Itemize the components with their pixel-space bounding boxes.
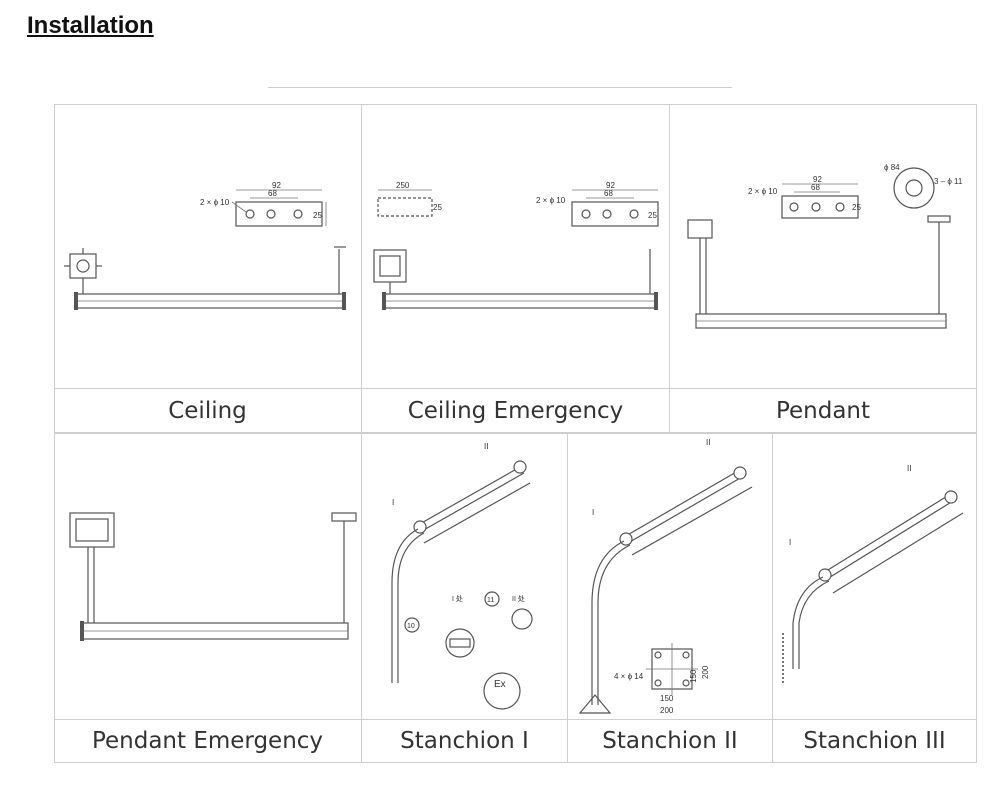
diagram-ceiling-emergency: 250 25 92 68 25 2 × ϕ 10	[362, 104, 670, 389]
caption-pendant-emergency: Pendant Emergency	[54, 720, 362, 763]
ex-mark	[483, 672, 521, 710]
mounting-plate	[235, 201, 323, 227]
svg-text:25: 25	[852, 203, 861, 212]
divider	[268, 87, 732, 88]
pendant-emergency-drawing	[69, 512, 357, 641]
stanchion-1-drawing: II I 10 11 I 处 II 处 Ex	[391, 442, 533, 710]
caption-stanchion-1: Stanchion I	[362, 720, 568, 763]
ceiling-drawing: 92 68 25 2 × ϕ 10	[64, 181, 346, 310]
svg-text:92: 92	[606, 181, 615, 190]
svg-text:11: 11	[487, 597, 494, 604]
dim-92: 92	[272, 181, 281, 190]
diagram-ceiling: 92 68 25 2 × ϕ 10	[54, 104, 362, 389]
svg-text:10: 10	[407, 623, 415, 630]
caption-ceiling: Ceiling	[54, 389, 362, 433]
caption-stanchion-3: Stanchion III	[773, 720, 977, 763]
svg-text:200: 200	[701, 665, 710, 679]
dim-25: 25	[313, 211, 322, 220]
caption-pendant: Pendant	[670, 389, 977, 433]
dim-250: 250	[396, 181, 410, 190]
svg-text:I: I	[592, 508, 594, 517]
svg-text:Ex: Ex	[494, 679, 506, 690]
svg-text:150: 150	[660, 694, 674, 703]
dim-68: 68	[268, 189, 277, 198]
svg-text:I: I	[789, 538, 791, 547]
svg-text:II: II	[484, 442, 488, 451]
junction-box	[69, 253, 97, 279]
svg-text:150: 150	[689, 669, 698, 683]
flange	[893, 167, 935, 209]
emergency-box	[373, 249, 407, 283]
svg-text:25: 25	[648, 211, 657, 220]
diagram-stanchion-1: II I 10 11 I 处 II 处 Ex	[362, 433, 568, 720]
caption-stanchion-2: Stanchion II	[568, 720, 773, 763]
dim-84: ϕ 84	[884, 163, 900, 172]
svg-text:68: 68	[604, 189, 613, 198]
svg-text:200: 200	[660, 706, 674, 715]
dim-25-b: 25	[433, 203, 442, 212]
diagram-pendant-emergency	[54, 433, 362, 720]
dim-holes3: 3 – ϕ 11	[934, 177, 963, 186]
svg-text:II 处: II 处	[512, 594, 525, 603]
ceiling-emergency-drawing: 250 25 92 68 25 2 × ϕ 10	[373, 181, 659, 310]
svg-text:4 × ϕ 14: 4 × ϕ 14	[614, 672, 644, 681]
stanchion-3-drawing: II I	[782, 464, 964, 683]
svg-text:II: II	[706, 438, 710, 447]
pendant-drawing: 92 68 25 2 × ϕ 10 ϕ 84 3 – ϕ 11	[687, 163, 963, 329]
dim-holes: 2 × ϕ 10	[200, 198, 230, 207]
svg-text:I: I	[392, 498, 394, 507]
page-title: Installation	[27, 12, 154, 39]
diagram-stanchion-3: II I	[773, 433, 977, 720]
caption-ceiling-emergency: Ceiling Emergency	[362, 389, 670, 433]
svg-text:I 处: I 处	[452, 594, 463, 603]
svg-text:92: 92	[813, 175, 822, 184]
diagram-pendant: 92 68 25 2 × ϕ 10 ϕ 84 3 – ϕ 11	[670, 104, 977, 389]
svg-text:2 × ϕ 10: 2 × ϕ 10	[748, 187, 778, 196]
stanchion-2-drawing: II I 4 × ϕ 14 150 200 150 200	[578, 438, 753, 715]
diagram-stanchion-2: II I 4 × ϕ 14 150 200 150 200	[568, 433, 773, 720]
svg-text:2 × ϕ 10: 2 × ϕ 10	[536, 196, 566, 205]
svg-text:II: II	[907, 464, 911, 473]
svg-text:68: 68	[811, 183, 820, 192]
